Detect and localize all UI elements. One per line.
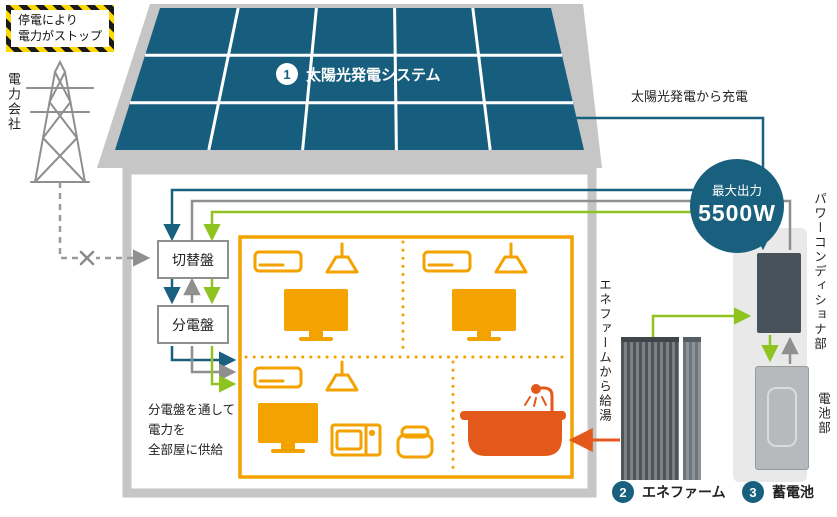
aircon-icon: [422, 250, 472, 273]
outage-warning-line2: 電力がストップ: [18, 28, 103, 43]
battery-cell-icon: [767, 387, 797, 447]
switchboard-box: 切替盤: [157, 240, 229, 279]
transmission-tower-icon: [26, 59, 94, 183]
distribution-note-line3: 全部屋に供給: [148, 443, 224, 457]
distribution-note: 分電盤を通して 電力を 全部屋に供給: [148, 400, 235, 460]
enefarm-legend: 2 エネファーム: [612, 481, 726, 503]
rice-cooker-icon: [396, 425, 434, 459]
solar-system-badge: 1: [276, 63, 298, 85]
tv-icon: [452, 289, 516, 341]
battery-badge: 3: [742, 481, 764, 503]
ceiling-light-icon: [494, 242, 528, 274]
enefarm-hot-water-label: エネファームから給湯: [597, 278, 611, 423]
grid-disconnect-line: [58, 182, 151, 267]
outage-warning-box: 停電により 電力がストップ: [6, 5, 115, 53]
power-conditioner-label: パワーコンディショナ部: [812, 192, 826, 352]
aircon-icon: [253, 366, 303, 389]
outage-warning-line1: 停電により: [18, 13, 78, 27]
room-dividers: [244, 240, 568, 474]
distribution-note-line2: 電力を: [148, 423, 186, 437]
ceiling-light-icon: [325, 242, 359, 274]
power-company-label: 電力会社: [6, 72, 21, 132]
battery-legend: 3 蓄電池: [742, 481, 814, 503]
max-output-value: 5500W: [698, 200, 776, 227]
solar-system-title: 太陽光発電システム: [306, 66, 441, 84]
battery-box: [755, 366, 809, 470]
solar-system-title-group: 1 太陽光発電システム: [276, 63, 441, 85]
charge-from-solar-label: 太陽光発電から充電: [631, 89, 749, 104]
shower-icon: [524, 384, 554, 413]
ceiling-light-icon: [325, 360, 359, 392]
max-output-circle: 最大出力 5500W: [690, 159, 784, 253]
distribution-board-box: 分電盤: [157, 305, 229, 344]
enefarm-unit-main: [621, 337, 679, 480]
enefarm-label: エネファーム: [642, 484, 726, 500]
solar-panel: [115, 7, 584, 151]
distribution-note-line1: 分電盤を通して: [148, 403, 236, 417]
battery-label: 蓄電池: [772, 484, 814, 500]
tv-icon: [258, 403, 318, 453]
room-diagram: [238, 235, 574, 479]
gray-power-line: [183, 199, 799, 381]
bathtub-icon: [460, 411, 566, 456]
battery-section-label: 電池部: [816, 392, 830, 436]
microwave-icon: [330, 423, 382, 457]
tv-icon: [284, 289, 348, 341]
enefarm-unit-sub: [683, 337, 701, 480]
grid-cutoff-x-icon: [79, 250, 95, 266]
aircon-icon: [253, 250, 303, 273]
power-conditioner-box: [757, 253, 801, 333]
max-output-label: 最大出力: [711, 183, 762, 198]
enefarm-badge: 2: [612, 481, 634, 503]
